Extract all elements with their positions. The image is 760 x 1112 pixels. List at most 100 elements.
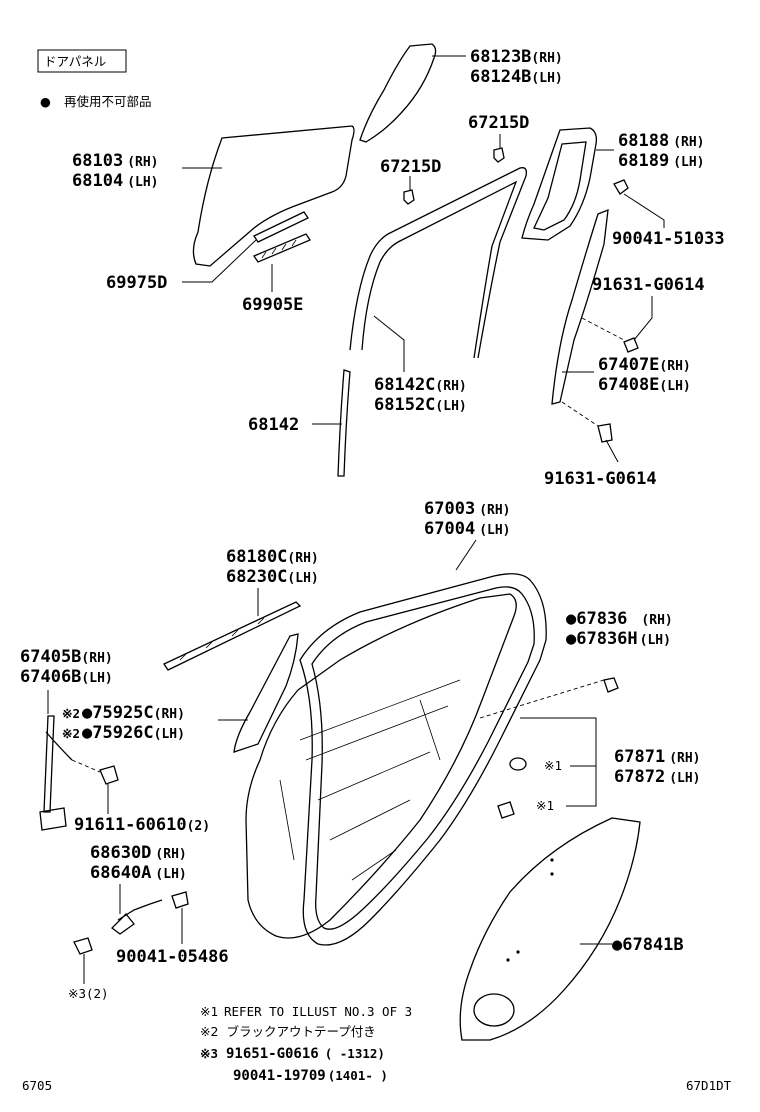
label-75925c: ※2●75925C(RH) [62,703,185,723]
leader-90041-51033 [623,193,665,228]
leader-67871 [520,717,597,807]
label-68104: 68104(LH) [72,171,159,191]
clip-67871-a-drawing [509,757,527,771]
footer: 6705 67D1DT [22,1078,732,1093]
clip-67836-drawing [603,677,619,693]
label-67871: 67871(RH) [614,747,701,767]
label-67841b: ●67841B [612,935,684,955]
bolt-05486-drawing [171,891,189,909]
quarter-frame-inner [533,141,587,231]
window-regulator-drawing [39,715,73,831]
legend-mark: ● [40,94,51,109]
label-68230c: 68230C(LH) [226,567,319,587]
note-3-row2: 90041-19709(1401- ) [233,1068,388,1084]
door-weatherstrip-inner [311,586,535,930]
service-hole-ring [473,993,515,1027]
label-91631-a: 91631-G0614 [592,275,705,295]
label-67003: 67003(RH) [424,499,511,519]
quarter-frame-drawing [521,127,598,241]
leader-lines [47,55,665,984]
label-68124b: 68124B(LH) [470,67,563,87]
screw-dash-b [561,401,599,427]
cover-hole-b [550,872,554,876]
clip-a-drawing [493,147,505,163]
quarter-glass-drawing [359,43,437,143]
label-68188: 68188(RH) [618,131,705,151]
label-mark1-a: ※1 [544,758,562,773]
label-69975d: 69975D [106,273,167,293]
label-91611: 91611-60610(2) [74,815,210,835]
division-bar-drawing [337,369,351,477]
glass-channel-a-drawing [253,211,309,243]
label-68123b: 68123B(RH) [470,47,563,67]
label-68103: 68103(RH) [72,151,159,171]
title-box [37,49,127,73]
door-inner-panel-drawing [245,593,517,939]
bolt-60610-drawing [99,765,119,785]
label-67405b: 67405B(RH) [20,647,113,667]
screw-dash-a [581,317,625,341]
label-75926c: ※2●75926C(LH) [62,723,185,743]
label-68142c: 68142C(RH) [374,375,467,395]
label-67407e: 67407E(RH) [598,355,691,375]
label-68142: 68142 [248,415,299,435]
bolt-51033-drawing [613,179,629,195]
page-title: ドアパネル [44,54,106,69]
cover-hole-d [506,958,510,962]
label-67836h: ●67836H(LH) [566,629,671,649]
clip-67871-b-drawing [497,801,515,819]
blackout-garnish-drawing [233,633,299,753]
label-69905e: 69905E [242,295,303,315]
label-67408e: 67408E(LH) [598,375,691,395]
label-67872: 67872(LH) [614,767,701,787]
label-68189: 68189(LH) [618,151,705,171]
header: ドアパネル ● 再使用不可部品 [37,49,152,109]
clip-67836-dash [479,679,605,719]
label-67215d-b: 67215D [380,157,441,177]
cover-hole-c [516,950,520,954]
footer-illust-code: 67D1DT [686,1078,732,1093]
glass-channel-b-drawing [253,233,311,263]
label-67215d-a: 67215D [468,113,529,133]
cover-hole-a [550,858,554,862]
lock-cable-drawing [111,899,163,935]
leader-67003 [455,539,477,571]
label-mark3: ※3(2) [68,986,109,1001]
label-68180c: 68180C(RH) [226,547,319,567]
door-inner-panel-detail [279,679,461,881]
screw-mark3-drawing [73,937,93,955]
part-labels: 68123B(RH) 68124B(LH) 67215D 67215D 6818… [20,47,725,1001]
leader-91631-b [605,439,619,463]
service-hole-cover-drawing [459,817,641,1041]
label-90041-05486: 90041-05486 [116,947,229,967]
pillar-garnish-drawing [551,208,609,405]
leader-69975d [182,239,257,283]
bolt-60610-dash [71,759,101,773]
glass-channel-b-hatch [261,239,297,259]
label-68152c: 68152C(LH) [374,395,467,415]
belt-molding-drawing [163,601,302,671]
label-67406b: 67406B(LH) [20,667,113,687]
label-91631-b: 91631-G0614 [544,469,657,489]
run-channel-inner [361,180,518,359]
label-68640a: 68640A(LH) [90,863,187,883]
leader-91631-a [633,296,653,341]
door-weatherstrip-drawing [299,573,547,946]
screw-b-drawing [597,423,613,443]
clip-b-drawing [403,189,415,205]
label-mark1-b: ※1 [536,798,554,813]
label-67004: 67004(LH) [424,519,511,539]
label-68630d: 68630D(RH) [90,843,187,863]
leader-68142c [373,315,405,372]
footer-page-code: 6705 [22,1078,52,1093]
label-67836: ●67836(RH) [566,609,673,629]
run-channel-drawing [349,167,528,359]
belt-molding-hatch [179,617,265,661]
door-glass-drawing [192,125,355,267]
screw-a-drawing [623,337,639,353]
